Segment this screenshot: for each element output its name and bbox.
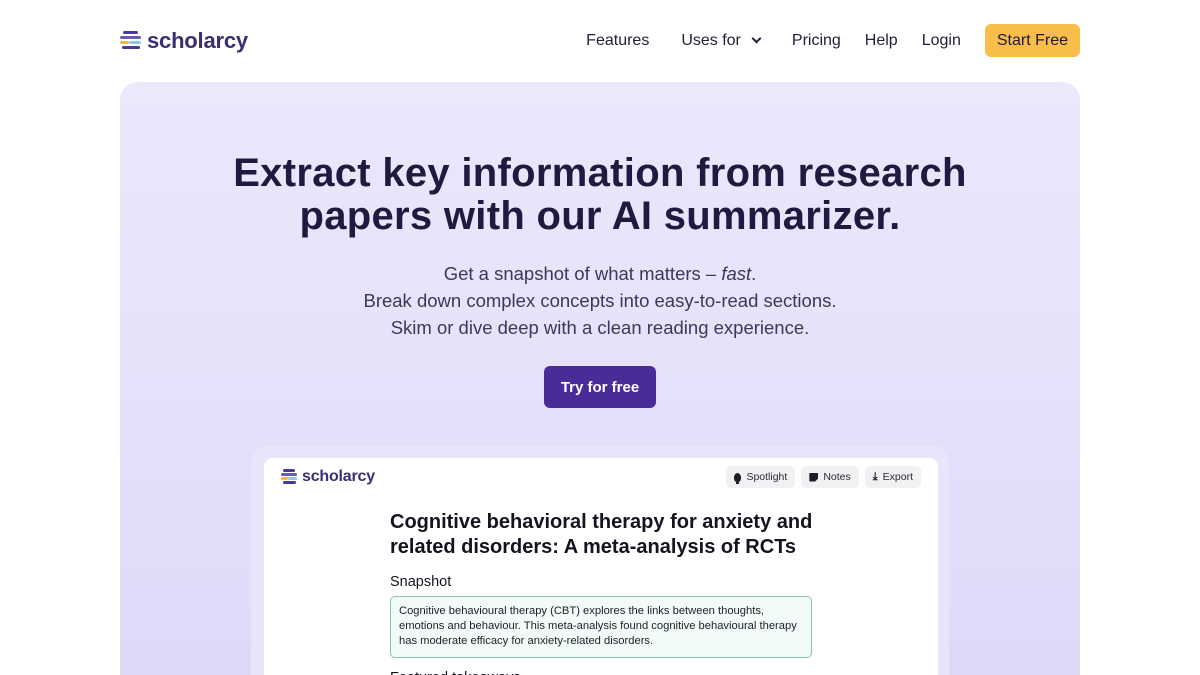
app-preview-frame: scholarcy Spotlight Notes ⤓ Export Cogni… (250, 444, 950, 675)
preview-toolbar: Spotlight Notes ⤓ Export (726, 466, 921, 488)
logo-mark-icon (281, 469, 298, 485)
export-button[interactable]: ⤓ Export (864, 466, 921, 488)
subtitle-emphasis: fast (721, 263, 752, 284)
preview-logo-text: scholarcy (302, 468, 375, 485)
nav-features[interactable]: Features (586, 31, 650, 49)
main-nav: Features Uses for Pricing Help Login Sta… (586, 24, 1080, 57)
logo-text: scholarcy (147, 28, 248, 53)
note-icon (809, 472, 819, 482)
hero-title: Extract key information from research pa… (120, 152, 1080, 238)
hero-subtitle-line-1: Get a snapshot of what matters – fast. (120, 260, 1080, 287)
hero-subtitle: Get a snapshot of what matters – fast. B… (120, 260, 1080, 341)
hero-title-line-2: papers with our AI summarizer. (299, 194, 901, 238)
nav-help[interactable]: Help (864, 31, 898, 49)
app-preview-card: scholarcy Spotlight Notes ⤓ Export Cogni… (263, 457, 939, 675)
chevron-down-icon (751, 33, 762, 43)
logo-mark-icon (120, 31, 142, 51)
nav-uses-for-label: Uses for (681, 31, 741, 49)
hero-section: Extract key information from research pa… (120, 82, 1080, 675)
notes-label: Notes (823, 471, 851, 483)
download-icon: ⤓ (872, 470, 878, 483)
try-for-free-button[interactable]: Try for free (544, 366, 656, 408)
scholarcy-logo[interactable]: scholarcy (120, 28, 248, 54)
hero-subtitle-line-3: Skim or dive deep with a clean reading e… (390, 317, 810, 338)
notes-button[interactable]: Notes (801, 466, 859, 488)
hero-title-line-1: Extract key information from research (233, 151, 967, 195)
snapshot-heading: Snapshot (390, 574, 452, 590)
site-header: scholarcy Features Uses for Pricing Help… (0, 0, 1200, 80)
start-free-button[interactable]: Start Free (984, 24, 1080, 57)
nav-uses-for[interactable]: Uses for (681, 31, 762, 50)
export-label: Export (882, 471, 913, 483)
spotlight-button[interactable]: Spotlight (726, 466, 796, 488)
next-section-heading: Featured takeaways (390, 670, 521, 675)
snapshot-box: Cognitive behavioural therapy (CBT) expl… (390, 596, 812, 658)
subtitle-text: Get a snapshot of what matters – (443, 263, 722, 284)
subtitle-period: . (751, 263, 757, 284)
hero-subtitle-line-2: Break down complex concepts into easy-to… (363, 290, 837, 311)
lightbulb-icon (734, 472, 742, 484)
preview-logo: scholarcy (281, 468, 375, 486)
spotlight-label: Spotlight (746, 471, 788, 483)
nav-login[interactable]: Login (921, 31, 961, 49)
nav-pricing[interactable]: Pricing (791, 31, 841, 49)
paper-title: Cognitive behavioral therapy for anxiety… (390, 511, 813, 558)
